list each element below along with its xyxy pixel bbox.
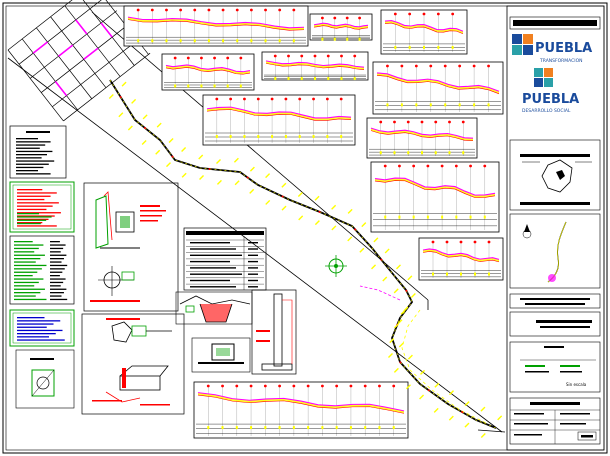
road-alignment — [109, 79, 497, 429]
logo-2-name: PUEBLA — [522, 92, 579, 107]
profile-panel — [161, 53, 255, 91]
logo-2-tagline: DESARROLLO SOCIAL — [522, 108, 571, 114]
sheet-id-table — [509, 397, 601, 445]
profile-panel — [418, 237, 504, 281]
profile-panel — [202, 94, 356, 146]
north-arrow-icon — [524, 224, 530, 232]
project-title-box — [509, 16, 601, 30]
legend-box-blue — [9, 309, 75, 347]
profile-panel — [261, 51, 369, 81]
info-box-1 — [509, 293, 601, 309]
profile-panel — [123, 5, 309, 47]
profile-panel — [372, 61, 504, 115]
logo-1-name: PUEBLA — [535, 41, 592, 56]
detail-box-culvert — [191, 337, 251, 373]
location-map-icon — [541, 159, 573, 193]
detail-inlet-plan — [81, 313, 185, 415]
detail-section-drop — [175, 291, 253, 325]
profile-panel — [370, 161, 500, 233]
notes-box: Sin escala — [509, 341, 601, 393]
profile-panel — [193, 381, 409, 439]
profile-panel — [309, 13, 373, 41]
detail-quantities-table — [183, 227, 267, 291]
detail-manhole-small — [15, 349, 75, 409]
profile-panel — [380, 9, 468, 55]
logo-1-tagline: TRANSFORMACION — [539, 58, 583, 64]
legend-box-symbols — [9, 235, 75, 305]
site-plan-inset — [509, 213, 601, 289]
location-map — [509, 139, 601, 211]
project-title-bar — [513, 20, 597, 26]
right-of-way-lines — [7, 11, 506, 433]
vegetation-symbols — [108, 81, 503, 439]
general-notes-box — [9, 125, 67, 179]
legend-box-green — [9, 181, 75, 233]
grid-crosshair-icon — [325, 255, 347, 277]
logo-puebla-desarrollo: PUEBLA DESARROLLO SOCIAL — [522, 68, 579, 114]
info-box-2 — [509, 311, 601, 337]
title-block: PUEBLA TRANSFORMACION PUEBLA DESARROLLO … — [506, 5, 605, 451]
profile-panel — [366, 117, 478, 159]
detail-retaining-wall — [251, 289, 297, 375]
scale-note: Sin escala — [566, 382, 587, 387]
detail-headwall — [83, 182, 179, 312]
longitudinal-profiles — [123, 5, 504, 439]
logo-puebla-transformacion: PUEBLA TRANSFORMACION — [512, 34, 592, 64]
